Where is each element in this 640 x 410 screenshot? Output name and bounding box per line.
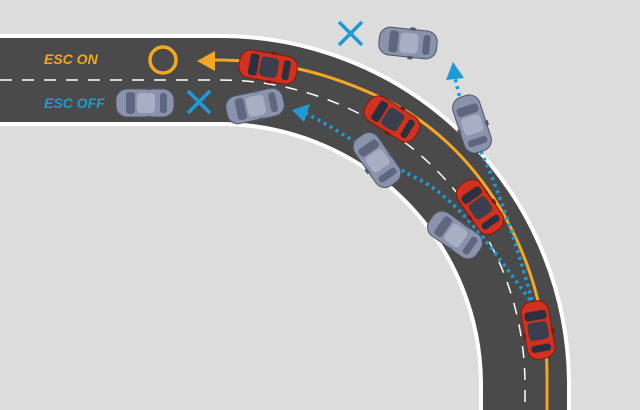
cross-icon (186, 89, 212, 115)
cross-icon (337, 20, 364, 47)
esc-off-label: ESC OFF (44, 95, 105, 111)
esc-off-paths (292, 62, 534, 302)
esc-off-arrowhead-inner (292, 104, 310, 122)
road-center-line (0, 79, 526, 410)
esc-on-arrowhead (197, 51, 215, 71)
esc-off-arrowhead-outer (446, 62, 464, 80)
esc-on-label: ESC ON (44, 51, 99, 67)
car-grey-1 (115, 86, 175, 120)
road (0, 34, 571, 410)
car-grey-6 (376, 23, 440, 63)
circle-icon (148, 45, 178, 75)
